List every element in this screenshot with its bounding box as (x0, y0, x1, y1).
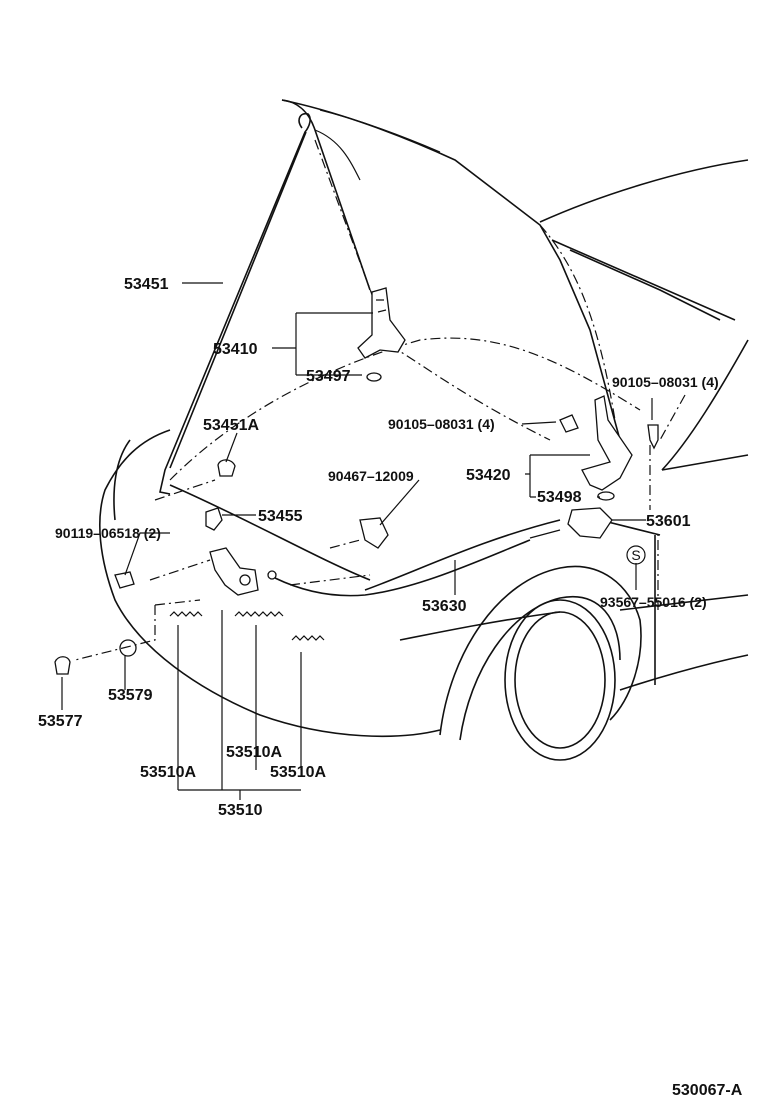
label-53451A: 53451A (203, 417, 259, 434)
label-s-mark: S (631, 547, 640, 563)
hood-support-rod (159, 112, 311, 495)
label-53510A-left: 53510A (140, 764, 196, 781)
front-wheel (439, 565, 642, 761)
hood-panel (281, 99, 621, 441)
supplier-s-mark: S (626, 545, 646, 565)
label-53498: 53498 (537, 489, 582, 506)
label-53410: 53410 (213, 341, 258, 358)
hood-stay-clip (205, 459, 236, 531)
label-53510: 53510 (218, 802, 263, 819)
label-90105-left: 90105–08031 (4) (388, 416, 495, 432)
leader-lines (61, 282, 653, 800)
label-53497: 53497 (306, 368, 351, 385)
springs-and-bushings (54, 611, 325, 675)
label-53455: 53455 (258, 508, 303, 525)
part-labels: 53451 53410 53497 53451A 90105–08031 (4)… (38, 276, 743, 1099)
label-53451: 53451 (124, 276, 169, 293)
hood-hinge-right (559, 395, 659, 501)
label-93567: 93567–55016 (2) (600, 594, 707, 610)
label-53420: 53420 (466, 467, 511, 484)
label-53577: 53577 (38, 713, 83, 730)
label-53510A-right: 53510A (270, 764, 326, 781)
hood-lock (114, 547, 277, 596)
label-53601: 53601 (646, 513, 691, 530)
label-53510A-mid: 53510A (226, 744, 282, 761)
label-90105-right: 90105–08031 (4) (612, 374, 719, 390)
release-lever (359, 507, 613, 549)
car-body (99, 159, 749, 738)
dash-leaders (74, 394, 686, 661)
diagram-id: 530067-A (672, 1082, 743, 1099)
label-53579: 53579 (108, 687, 153, 704)
label-90467: 90467–12009 (328, 468, 414, 484)
label-90119: 90119–06518 (2) (55, 525, 161, 541)
release-cable (274, 529, 561, 597)
hood-hinge-left (357, 287, 406, 382)
label-53630: 53630 (422, 598, 467, 615)
